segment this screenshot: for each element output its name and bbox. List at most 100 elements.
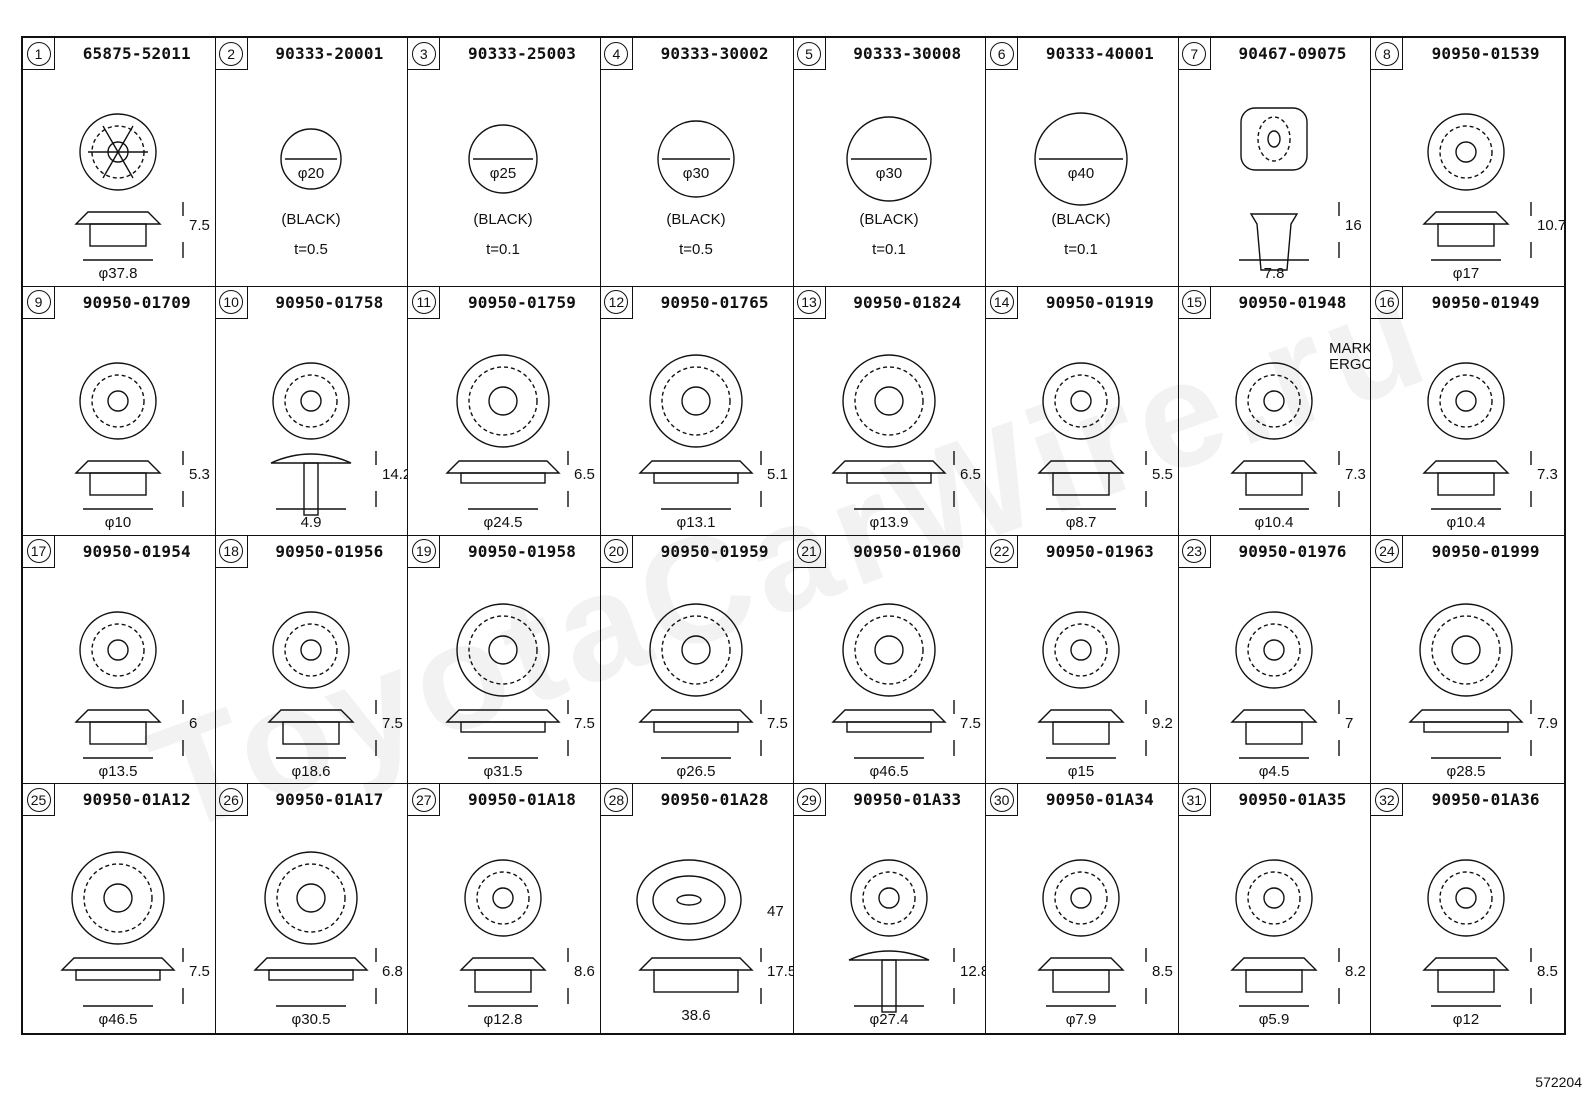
item-number-label: 20 [604,539,629,563]
item-number-label: 32 [1374,787,1399,812]
thickness-label: t=0.1 [486,241,520,258]
diameter-label: φ30.5 [291,1011,330,1028]
item-number: 21 [793,535,826,568]
part-number: 90333-30002 [660,44,769,63]
height-label: 7.5 [382,715,403,732]
part-number: 90950-01A35 [1238,790,1347,810]
item-number-label: 19 [411,539,436,563]
part-number: 90950-01A12 [82,790,191,810]
diameter-label: φ30 [875,165,901,182]
item-number: 20 [600,535,633,568]
diameter-label: φ20 [297,165,323,182]
part-drawing: 167.8 [1238,107,1361,282]
part-number: 90950-01919 [1045,292,1155,312]
item-number-label: 29 [797,787,821,812]
item-number-label: 11 [411,290,436,315]
part-number: 90950-01A28 [660,790,769,810]
item-number-label: 2 [219,41,244,66]
item-number: 22 [986,535,1019,568]
item-number-label: 27 [411,787,436,812]
part-number: 90950-01960 [853,541,962,561]
height-label: 47 [767,903,784,920]
item-number: 16 [1371,286,1404,319]
height-label: 8.2 [1345,963,1366,980]
height-label: 10.7 [1537,217,1564,234]
item-number-label: 7 [1182,41,1207,66]
part-number: 90467-09075 [1238,44,1347,63]
height-label: 8.5 [1152,963,1173,980]
thickness-label: t=0.5 [294,241,328,258]
item-number-label: 3 [411,41,436,66]
part-drawing: 8.2φ5.9 [1230,859,1366,1028]
item-number: 30 [986,784,1019,817]
part-number: 90950-01959 [660,541,769,561]
height-label: 5.1 [767,466,788,483]
part-number: 90950-01709 [82,292,191,312]
part-number: 90950-01956 [275,541,384,561]
diameter-label: φ13.5 [99,763,138,780]
item-number: 25 [23,784,55,817]
item-number-label: 9 [26,290,51,315]
item-number-label: 17 [26,539,51,563]
item-number: 32 [1371,784,1404,817]
item-number-label: 28 [604,787,629,812]
part-number: 90333-30008 [853,44,962,63]
height-label: 17.5 [767,963,794,980]
item-number: 18 [215,535,248,568]
height-label: 8.6 [574,963,595,980]
height-label: 7.5 [960,715,981,732]
part-drawing: 5.5φ8.7 [1037,362,1173,531]
item-number: 9 [23,286,55,319]
mark-label: MARK= [1329,340,1372,357]
color-label: (BLACK) [1052,211,1111,228]
item-number: 19 [408,535,441,568]
diameter-label: 4.9 [300,514,321,531]
item-number: 10 [215,286,248,319]
mark-label-2: ERGOφ10 [1329,356,1372,373]
diameter-label: φ10.4 [1447,514,1486,531]
diameter-label: φ25 [490,165,516,182]
color-label: (BLACK) [859,211,918,228]
height-label: 6.5 [574,466,595,483]
diameter-label: φ8.7 [1066,514,1097,531]
part-number: 90950-01963 [1045,541,1155,561]
height-label: 6.5 [960,466,981,483]
item-number-label: 21 [797,539,821,563]
part-number: 90950-01954 [82,541,191,561]
part-number: 90950-01824 [853,292,962,312]
item-number: 5 [793,38,826,70]
item-number-label: 30 [989,787,1014,812]
diameter-label: φ7.9 [1066,1011,1097,1028]
item-number: 27 [408,784,441,817]
diameter-label: φ13.9 [869,514,908,531]
item-number-label: 13 [797,290,821,315]
item-number: 24 [1371,535,1404,568]
part-number: 90950-01949 [1431,292,1540,312]
height-label: 8.5 [1537,963,1558,980]
